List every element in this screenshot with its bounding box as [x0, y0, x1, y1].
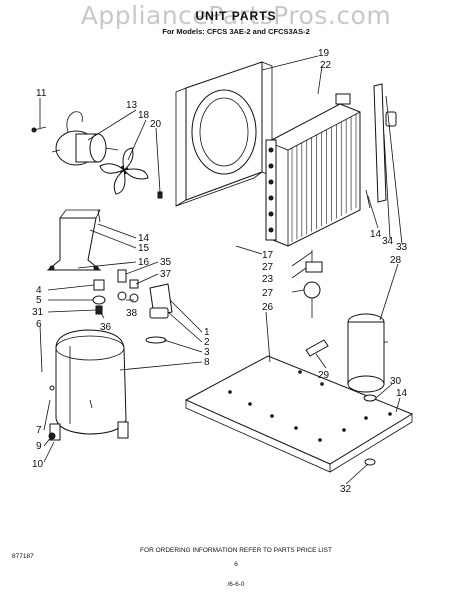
callout-38: 38 [126, 308, 138, 319]
callout-37: 37 [160, 269, 172, 280]
page-subtitle: For Models: CFCS 3AE-2 and CFCS3AS-2 [162, 27, 310, 36]
callout-5: 5 [36, 295, 42, 306]
callouts: 11 13 18 20 19 22 14 15 16 35 37 4 5 31 … [32, 48, 408, 495]
valve-illustration [303, 250, 323, 318]
leader-lines [39, 55, 403, 485]
callout-10: 10 [32, 459, 44, 470]
callout-14-bottom: 14 [396, 388, 408, 399]
callout-8: 8 [204, 357, 210, 368]
callout-19: 19 [318, 48, 330, 59]
callout-32: 32 [340, 484, 352, 495]
callout-29: 29 [318, 370, 330, 381]
callout-14-right: 14 [370, 229, 382, 240]
callout-33: 33 [396, 242, 408, 253]
callout-36: 36 [100, 322, 112, 333]
shroud-illustration [175, 61, 273, 207]
callout-28: 28 [390, 255, 402, 266]
condenser-coil-illustration [265, 93, 361, 247]
pan-hole [342, 428, 346, 432]
drawing-code: 877187 [12, 553, 34, 560]
pan-hole [228, 390, 232, 394]
callout-23: 23 [262, 274, 274, 285]
callout-26: 26 [262, 302, 274, 313]
ordering-note: FOR ORDERING INFORMATION REFER TO PARTS … [140, 547, 332, 554]
callout-13: 13 [126, 100, 138, 111]
base-pan-illustration [184, 355, 414, 473]
page-title: UNIT PARTS [195, 9, 276, 23]
callout-7: 7 [36, 425, 42, 436]
callout-3: 3 [204, 347, 210, 358]
pan-hole [270, 414, 274, 418]
callout-2: 2 [204, 337, 210, 348]
callout-14: 14 [138, 233, 150, 244]
callout-34: 34 [382, 236, 394, 247]
callout-11: 11 [36, 88, 47, 99]
fan-motor-illustration [51, 111, 119, 166]
pan-hole [248, 402, 252, 406]
callout-27-top: 27 [262, 262, 274, 273]
callout-15: 15 [138, 243, 150, 254]
callout-17: 17 [262, 250, 274, 261]
callout-6: 6 [36, 319, 42, 330]
callout-30: 30 [390, 376, 402, 387]
pan-hole [364, 416, 368, 420]
pan-hole [388, 412, 392, 416]
tube-29-illustration [305, 339, 329, 357]
callout-1: 1 [204, 327, 210, 338]
pan-hole [294, 426, 298, 430]
terminal-cover-illustration [145, 283, 173, 344]
accumulator-illustration [347, 313, 388, 402]
callout-18: 18 [138, 110, 150, 121]
foot-32-illustration [364, 458, 376, 466]
callout-22: 22 [320, 60, 332, 71]
compressor-illustration [48, 329, 129, 441]
callout-31: 31 [32, 307, 44, 318]
watermark: AppliancePartsPros.com [81, 1, 391, 30]
bottom-mark: /6-6-0 [228, 581, 245, 588]
callout-27-bottom: 27 [262, 288, 274, 299]
pan-hole [298, 370, 302, 374]
clip-20-illustration [157, 191, 163, 199]
callout-9: 9 [36, 441, 42, 452]
motor-mount-illustration [46, 209, 102, 271]
page-number: 6 [234, 561, 238, 568]
pan-hole [320, 382, 324, 386]
callout-16: 16 [138, 257, 150, 268]
pan-hole [318, 438, 322, 442]
callout-35: 35 [160, 257, 172, 268]
callout-4: 4 [36, 285, 42, 296]
callout-20: 20 [150, 119, 162, 130]
screw-11-illustration [31, 126, 47, 133]
fittings-illustration [92, 269, 139, 315]
fan-blade-illustration [99, 147, 149, 195]
